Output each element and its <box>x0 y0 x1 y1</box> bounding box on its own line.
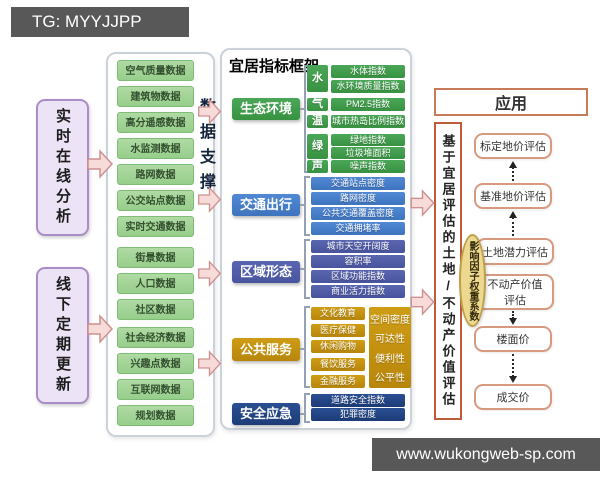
flow-arrow-icon <box>87 314 114 344</box>
data-source-item: 人口数据 <box>117 273 194 294</box>
eco-item: 水体指数 <box>331 65 405 78</box>
region-item: 区域功能指数 <box>311 270 405 283</box>
flow-box-realestate-value: 不动产价值评估 <box>476 274 554 310</box>
arrow-down-icon <box>509 376 517 383</box>
eco-sub-label: 温 <box>307 115 328 128</box>
public-metric: 便利性 <box>375 353 405 365</box>
safety-item: 犯罪密度 <box>311 408 405 421</box>
left-flow-realtime: 实时在线分析 <box>36 99 89 236</box>
data-source-item: 实时交通数据 <box>117 216 194 237</box>
public-item: 医疗保健 <box>311 324 365 337</box>
data-source-item: 规划数据 <box>117 405 194 426</box>
watermark-bottom: www.wukongweb-sp.com <box>372 438 600 471</box>
connector <box>300 413 305 415</box>
flow-arrow-icon <box>198 260 222 287</box>
flow-box-land-potential: 土地潜力评估 <box>476 238 554 265</box>
flow-arrow-icon <box>410 189 435 217</box>
flow-arrow-icon <box>198 350 222 377</box>
flow-arrow-icon <box>87 149 114 179</box>
arrow-up-icon <box>509 211 517 218</box>
dotted-line <box>512 311 514 319</box>
data-source-item: 建筑物数据 <box>117 86 194 107</box>
eco-item: 噪声指数 <box>331 160 405 173</box>
data-source-item: 高分遥感数据 <box>117 112 194 133</box>
eco-sub-label: 声 <box>307 160 328 173</box>
data-source-item: 公交站点数据 <box>117 190 194 211</box>
bracket <box>304 176 310 236</box>
framework-title: 宜居指标框架 <box>229 58 320 75</box>
data-source-item: 互联网数据 <box>117 379 194 400</box>
eco-sub-label: 气 <box>307 98 328 111</box>
eco-sub-label: 绿 <box>307 134 328 159</box>
connector <box>300 268 305 270</box>
data-support-panel: 空气质量数据 建筑物数据 高分遥感数据 水监测数据 路网数据 公交站点数据 实时… <box>106 52 215 437</box>
flow-box-transaction-price: 成交价 <box>474 384 552 410</box>
bracket <box>304 393 310 423</box>
safety-item: 道路安全指数 <box>311 394 405 407</box>
bracket <box>304 306 310 388</box>
eco-item: 垃圾堆面积 <box>331 147 405 159</box>
arrow-down-icon <box>509 318 517 325</box>
application-basis-box: 基于宜居评估的土地/不动产价值评估 <box>434 122 462 420</box>
traffic-item: 交通站点密度 <box>311 177 405 190</box>
flow-box-benchmark-price: 基准地价评估 <box>474 183 552 209</box>
dotted-line <box>512 217 514 236</box>
category-eco: 生态环境 <box>232 98 300 120</box>
region-item: 容积率 <box>311 255 405 268</box>
left-flow-offline: 线下定期更新 <box>36 267 89 404</box>
traffic-item: 公共交通覆盖密度 <box>311 207 405 220</box>
region-item: 商业活力指数 <box>311 285 405 298</box>
left-flow-label: 实时在线分析 <box>54 107 71 228</box>
data-source-item: 社区数据 <box>117 299 194 320</box>
connector <box>300 108 305 110</box>
dotted-line <box>512 167 514 181</box>
bracket <box>304 239 310 299</box>
category-region: 区域形态 <box>232 261 300 283</box>
eco-sub-label: 水 <box>307 65 328 92</box>
data-source-item: 兴趣点数据 <box>117 353 194 374</box>
application-title-box: 应用 <box>434 88 588 116</box>
framework-panel: 宜居指标框架 生态环境 交通出行 区域形态 公共服务 安全应急 水 气 温 绿 … <box>220 48 412 430</box>
public-item: 金融服务 <box>311 375 365 388</box>
region-item: 城市天空开阔度 <box>311 240 405 253</box>
public-metric: 可达性 <box>375 334 405 346</box>
public-item: 餐饮服务 <box>311 358 365 371</box>
data-source-item: 街景数据 <box>117 247 194 268</box>
arrow-up-icon <box>509 161 517 168</box>
eco-item: PM2.5指数 <box>331 98 405 111</box>
data-source-item: 路网数据 <box>117 164 194 185</box>
application-basis-label: 基于宜居评估的土地/不动产价值评估 <box>440 134 456 408</box>
influence-factor-label: 影响因子权重系数 <box>467 240 478 321</box>
data-source-item: 水监测数据 <box>117 138 194 159</box>
flow-box-floor-price: 楼面价 <box>474 326 552 352</box>
data-source-item: 空气质量数据 <box>117 60 194 81</box>
eco-item: 城市热岛比例指数 <box>331 115 405 128</box>
category-safety: 安全应急 <box>232 403 300 425</box>
public-item: 文化教育 <box>311 307 365 320</box>
public-metrics-box: 空间密度 可达性 便利性 公平性 <box>369 307 411 388</box>
eco-item: 水环境质量指数 <box>331 80 405 93</box>
dotted-line <box>512 354 514 377</box>
public-metric: 公平性 <box>375 372 405 384</box>
watermark-top: TG: MYYJJPP <box>11 7 189 37</box>
category-public: 公共服务 <box>232 338 300 361</box>
flow-arrow-icon <box>198 98 222 125</box>
category-traffic: 交通出行 <box>232 194 300 216</box>
influence-factor-ellipse: 影响因子权重系数 <box>459 234 486 327</box>
public-metric: 空间密度 <box>370 315 410 327</box>
left-flow-label: 线下定期更新 <box>54 275 71 396</box>
connector <box>300 348 305 350</box>
connector <box>300 204 305 206</box>
flow-box-calibrated-price: 标定地价评估 <box>474 133 552 159</box>
traffic-item: 交通拥堵率 <box>311 222 405 235</box>
traffic-item: 路网密度 <box>311 192 405 205</box>
flow-arrow-icon <box>198 186 222 213</box>
data-source-item: 社会经济数据 <box>117 327 194 348</box>
public-item: 休闲购物 <box>311 340 365 353</box>
flow-arrow-icon <box>410 288 435 316</box>
eco-item: 绿地指数 <box>331 134 405 146</box>
